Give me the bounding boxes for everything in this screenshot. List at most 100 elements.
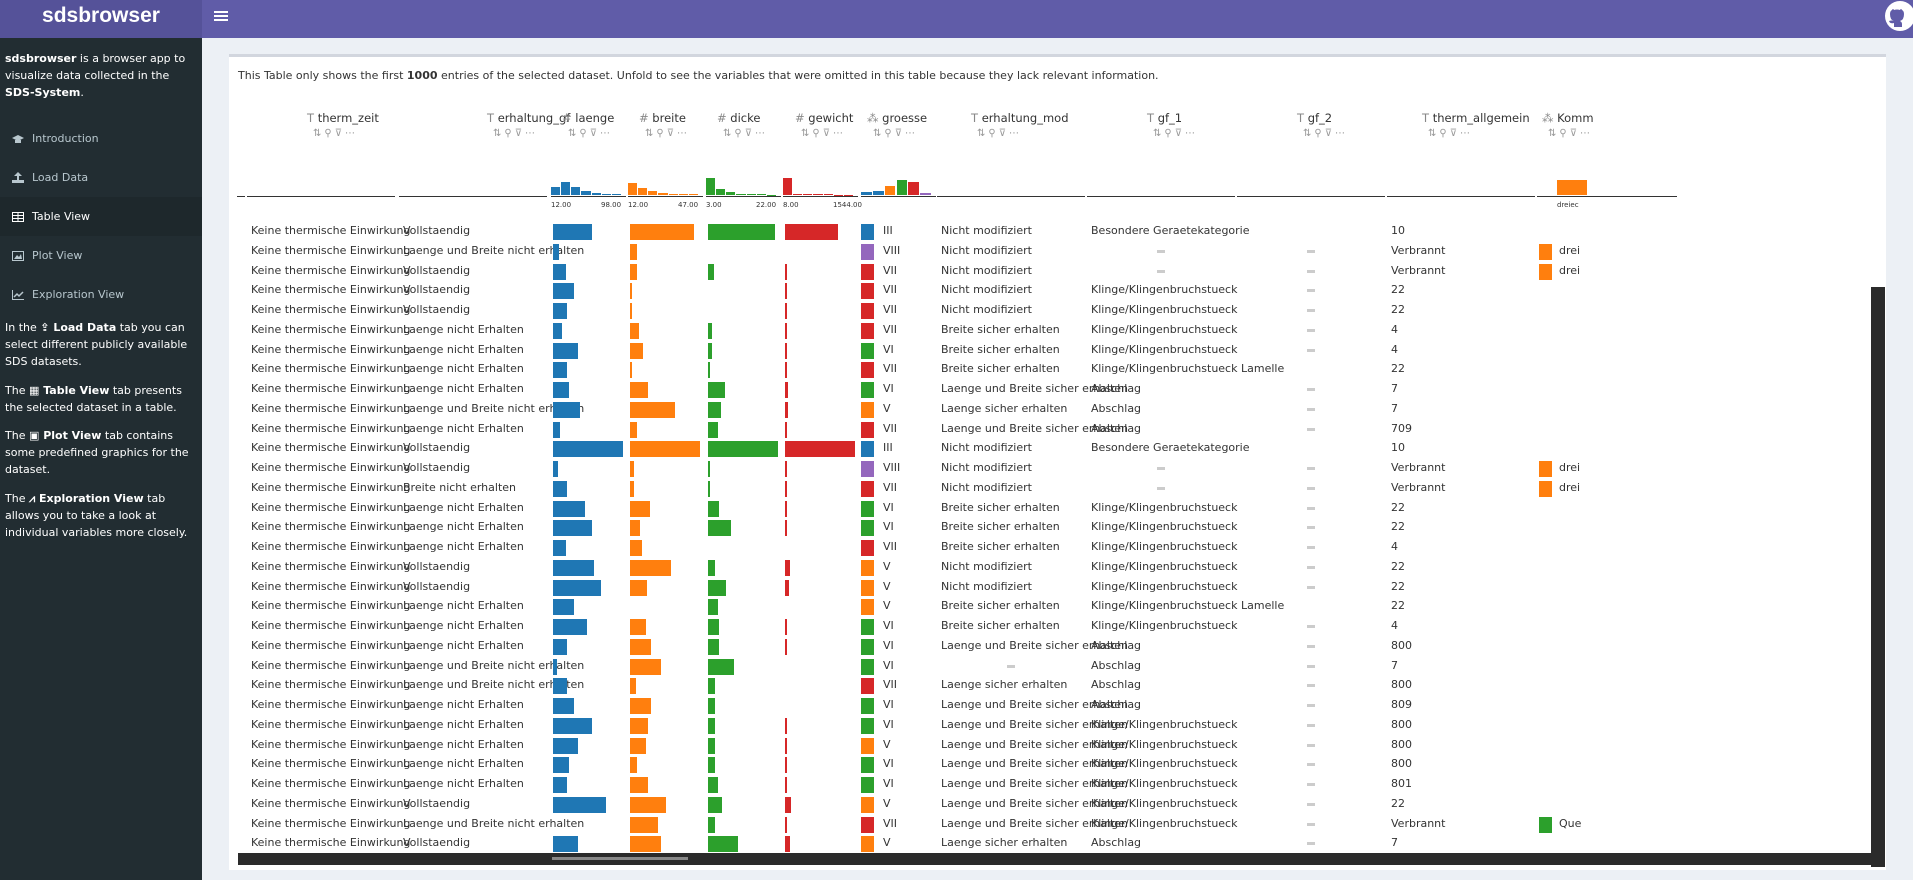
github-icon[interactable] (1878, 0, 1913, 35)
cell-therm-zeit: Keine thermische Einwirkung (251, 678, 411, 692)
column-header[interactable]: ⁂ groesse (867, 111, 927, 125)
column-header[interactable]: ⁂ Komm (1542, 111, 1594, 125)
help-tab-name: Exploration View (39, 492, 144, 505)
missing-value-indicator (1307, 664, 1315, 668)
cell-groesse-swatch (861, 796, 874, 813)
cell-bar (708, 579, 727, 596)
missing-value-indicator (1307, 625, 1315, 628)
column-header[interactable]: T gf_1 (1147, 111, 1182, 125)
column-tools-icons[interactable]: ⇅⚲⊽⋯ (723, 128, 769, 139)
column-header[interactable]: T therm_allgemein (1422, 111, 1530, 125)
cell-komm: drei (1559, 480, 1581, 494)
cell-erhaltung-mod: Breite sicher erhalten (941, 599, 1060, 613)
cell-bar (553, 777, 568, 793)
cell-bar (785, 520, 787, 537)
cell-erhaltung-mod: Laenge und Breite sicher erhalten (941, 421, 1129, 435)
cell-groesse-swatch (861, 342, 874, 359)
cell-erhaltung-gf: Laenge nicht Erhalten (403, 737, 524, 751)
sidebar-item-load-data[interactable]: Load Data (0, 158, 202, 197)
cell-erhaltung-gf: Laenge nicht Erhalten (403, 540, 524, 553)
column-tools-icons[interactable]: ⇅⚲⊽⋯ (977, 128, 1023, 139)
cell-bar (708, 836, 738, 853)
column-tools-icons[interactable]: ⇅⚲⊽⋯ (568, 128, 614, 139)
column-header-divider (937, 196, 1085, 197)
column-tools-icons[interactable]: ⇅⚲⊽⋯ (1548, 128, 1594, 139)
histogram-bar (571, 186, 581, 195)
help-plot-view: The ▣ Plot View tab contains some predef… (5, 427, 197, 478)
cell-bar (553, 559, 595, 576)
cell-groesse-swatch (861, 382, 874, 398)
cell-groesse: VI (883, 757, 894, 771)
cell-therm-allgemein: Verbrannt (1391, 461, 1446, 474)
column-tools-icons[interactable]: ⇅⚲⊽⋯ (645, 128, 691, 139)
cell-bar (630, 401, 676, 418)
cell-bar (785, 480, 787, 497)
cell-bar (708, 342, 712, 359)
sidebar-item-table-view[interactable]: Table View (0, 197, 202, 236)
cell-erhaltung-mod: Laenge und Breite sicher erhalten (941, 717, 1129, 731)
cell-therm-allgemein: Verbrannt (1391, 816, 1446, 830)
cell-erhaltung-gf: Laenge und Breite nicht erhalten (403, 678, 585, 692)
column-header[interactable]: T therm_zeit (307, 111, 379, 125)
column-tools-icons[interactable]: ⇅⚲⊽⋯ (1303, 128, 1349, 139)
column-header-label: groesse (882, 111, 928, 125)
column-tools-icons[interactable]: ⇅⚲⊽⋯ (313, 128, 359, 139)
histogram-bar (591, 192, 601, 195)
column-header[interactable]: T erhaltung_gf (487, 111, 570, 125)
cell-therm-allgemein: 800 (1391, 757, 1412, 771)
cell-groesse: VIII (883, 243, 901, 257)
cell-gf-1: Abschlag (1091, 698, 1142, 711)
column-header[interactable]: # gewicht (795, 111, 853, 125)
cell-bar (785, 500, 787, 517)
cell-gf-2: Lamelle (1241, 599, 1285, 613)
help-tab-name: Plot View (43, 429, 102, 442)
cell-bar (708, 737, 716, 754)
scrollbar-thumb[interactable] (552, 857, 688, 860)
vertical-scrollbar[interactable] (1871, 287, 1885, 867)
app-logo[interactable]: sdsbrowser (0, 0, 202, 38)
cell-erhaltung-mod: Breite sicher erhalten (941, 540, 1060, 553)
column-tools-icons[interactable]: ⇅⚲⊽⋯ (801, 128, 847, 139)
column-header[interactable]: # dicke (717, 111, 760, 125)
column-header[interactable]: # laenge (562, 111, 614, 125)
sidebar-item-introduction[interactable]: Introduction (0, 119, 202, 158)
intro-sds-name: SDS-System (5, 86, 81, 99)
text-type-icon: T (1147, 111, 1158, 125)
column-tools-icons[interactable]: ⇅⚲⊽⋯ (873, 128, 919, 139)
cell-therm-zeit: Keine thermische Einwirkung (251, 836, 411, 850)
cell-gf-1: Klinge/Klingenbruchstueck (1091, 816, 1238, 830)
cell-bar (708, 599, 718, 616)
missing-value-indicator (1007, 664, 1015, 668)
cell-therm-zeit: Keine thermische Einwirkung (251, 342, 411, 356)
column-header[interactable]: T erhaltung_mod (971, 111, 1069, 125)
intro-text: sdsbrowser is a browser app to visualize… (5, 50, 197, 101)
cell-bar (553, 619, 588, 635)
column-tools-icons[interactable]: ⇅⚲⊽⋯ (493, 128, 539, 139)
cell-groesse: VI (883, 698, 894, 711)
column-tools-icons[interactable]: ⇅⚲⊽⋯ (1153, 128, 1199, 139)
cell-bar (553, 342, 578, 359)
sidebar-item-exploration-view[interactable]: Exploration View (0, 275, 202, 314)
histogram-bar (561, 182, 571, 195)
column-tools-icons[interactable]: ⇅⚲⊽⋯ (1428, 128, 1474, 139)
cell-erhaltung-gf: Laenge und Breite nicht erhalten (403, 401, 585, 415)
horizontal-scrollbar[interactable] (238, 853, 1878, 865)
column-header[interactable]: # breite (639, 111, 686, 125)
cell-groesse-swatch (861, 540, 874, 556)
cell-bar (708, 461, 711, 477)
cell-gf-1: Abschlag (1091, 382, 1142, 395)
cell-erhaltung-gf: Laenge nicht Erhalten (403, 520, 524, 534)
cell-bar (785, 777, 787, 793)
column-header[interactable]: T gf_2 (1297, 111, 1332, 125)
cell-groesse: VII (883, 816, 898, 830)
sidebar-menu: Introduction Load Data Table View Plot V… (0, 119, 202, 314)
cell-gf-1: Klinge/Klingenbruchstueck (1091, 757, 1238, 771)
sidebar-item-label: Plot View (32, 249, 83, 262)
cell-groesse-swatch (861, 500, 874, 517)
sidebar-toggle-icon[interactable] (214, 9, 228, 23)
cell-bar (553, 243, 559, 260)
sidebar-item-plot-view[interactable]: Plot View (0, 236, 202, 275)
histogram-bar (628, 183, 638, 195)
cell-bar (553, 480, 568, 497)
cell-bar (630, 322, 640, 339)
